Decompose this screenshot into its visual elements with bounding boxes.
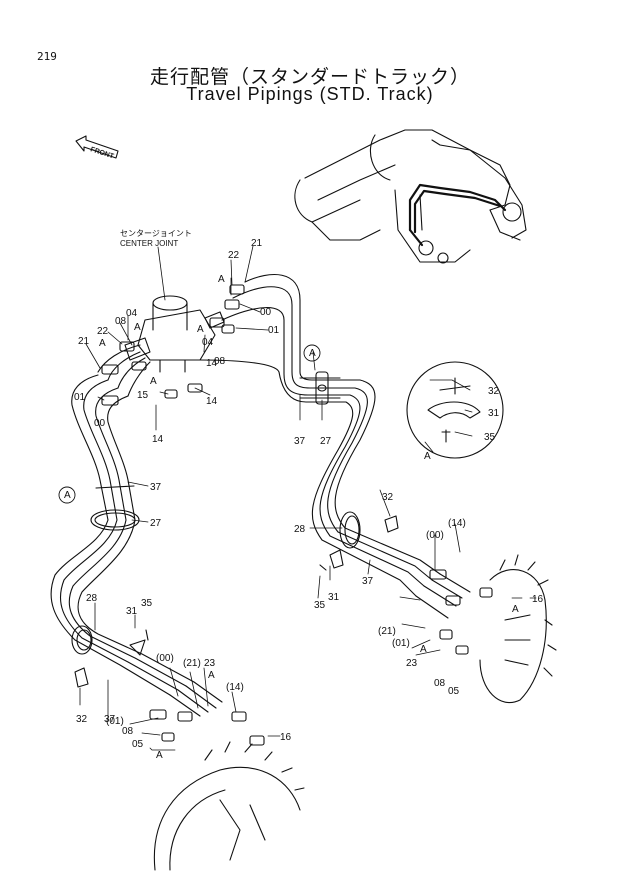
- callout-A: A: [197, 324, 204, 335]
- callout-A: A: [156, 750, 163, 761]
- callout-35: 35: [484, 432, 496, 443]
- callout-16: 16: [532, 594, 544, 605]
- callout-A: A: [218, 274, 225, 285]
- hose-bundle: [50, 273, 471, 717]
- callout-21: (21): [378, 626, 396, 637]
- callout-01: 01: [268, 325, 280, 336]
- callout-31: 31: [328, 592, 340, 603]
- callout-31: 31: [126, 606, 138, 617]
- front-arrow-icon: [75, 135, 119, 159]
- callout-32: 32: [382, 492, 394, 503]
- callout-32: 32: [488, 386, 500, 397]
- page-number: 219: [37, 50, 57, 63]
- callout-14: 14: [206, 358, 218, 369]
- callout-05: 05: [448, 686, 460, 697]
- callout-A-ref: A: [309, 348, 316, 359]
- fittings-lower-right: [429, 569, 493, 655]
- callout-00: 00: [260, 307, 272, 318]
- reference-circles: [58, 344, 321, 504]
- callout-32: 32: [76, 714, 88, 725]
- page-title-japanese: 走行配管（スタンダードトラック）: [149, 66, 470, 88]
- callout-27: 27: [320, 436, 332, 447]
- callout-A-ref: A: [64, 490, 71, 501]
- callout-A: A: [424, 451, 431, 462]
- callout-08: 08: [122, 726, 134, 737]
- callout-31: 31: [488, 408, 500, 419]
- callout-27: 27: [150, 518, 162, 529]
- callout-37: 37: [104, 714, 116, 725]
- callout-08: 08: [214, 356, 226, 367]
- callout-21: (21): [183, 658, 201, 669]
- callout-23: 23: [406, 658, 418, 669]
- callout-04: 04: [202, 337, 214, 348]
- callout-14: (14): [448, 518, 466, 529]
- overview-piping-highlight: [408, 183, 507, 247]
- callout-35: 35: [314, 600, 326, 611]
- callout-28: 28: [86, 593, 98, 604]
- callout-14: 14: [152, 434, 164, 445]
- leader-lines: [79, 245, 537, 751]
- callout-01: (01): [106, 716, 124, 727]
- clamp-right-middle: [339, 511, 399, 549]
- callout-04: 04: [126, 308, 138, 319]
- callout-23: 23: [204, 658, 216, 669]
- callout-A: A: [134, 322, 141, 333]
- callout-22: 22: [228, 250, 240, 261]
- callout-14: 14: [206, 396, 218, 407]
- travel-motor-bottom: [153, 741, 305, 871]
- callout-01: (01): [392, 638, 410, 649]
- callout-35: 35: [141, 598, 153, 609]
- callout-37: 37: [362, 576, 374, 587]
- left-hoses: [97, 344, 151, 397]
- clamp-right-lower: [319, 549, 344, 571]
- callout-A: A: [420, 644, 427, 655]
- callout-21: 21: [78, 336, 90, 347]
- callout-A: A: [99, 338, 106, 349]
- callout-37: 37: [150, 482, 162, 493]
- callout-labels: 21 22 A 00 01 08 04 A 22 A 04 08 A 21 01…: [64, 238, 544, 761]
- callout-08: 08: [434, 678, 446, 689]
- travel-motor-right: [479, 554, 557, 703]
- callout-01: 01: [74, 392, 86, 403]
- fittings-group-top: [101, 284, 245, 406]
- callout-05: 05: [132, 739, 144, 750]
- clamp-lower-left: [71, 625, 149, 688]
- fittings-lower-left: [149, 709, 265, 746]
- callout-28: 28: [294, 524, 306, 535]
- callout-14: (14): [226, 682, 244, 693]
- callout-15: 15: [137, 390, 149, 401]
- callout-22: 22: [97, 326, 109, 337]
- callout-00: (00): [156, 653, 174, 664]
- callout-16: 16: [280, 732, 292, 743]
- callout-00: (00): [426, 530, 444, 541]
- callout-37: 37: [294, 436, 306, 447]
- page-title-english: Travel Pipings (STD. Track): [186, 84, 434, 104]
- center-joint-label-en: CENTER JOINT: [120, 239, 178, 248]
- callout-21: 21: [251, 238, 263, 249]
- callout-A: A: [150, 376, 157, 387]
- center-joint-label-jp: センタージョイント: [120, 229, 192, 238]
- detail-view-A: [406, 361, 504, 459]
- callout-08: 08: [115, 316, 127, 327]
- callout-00: 00: [94, 418, 106, 429]
- callout-A: A: [208, 670, 215, 681]
- overview-inset: [294, 129, 527, 264]
- callout-A: A: [512, 604, 519, 615]
